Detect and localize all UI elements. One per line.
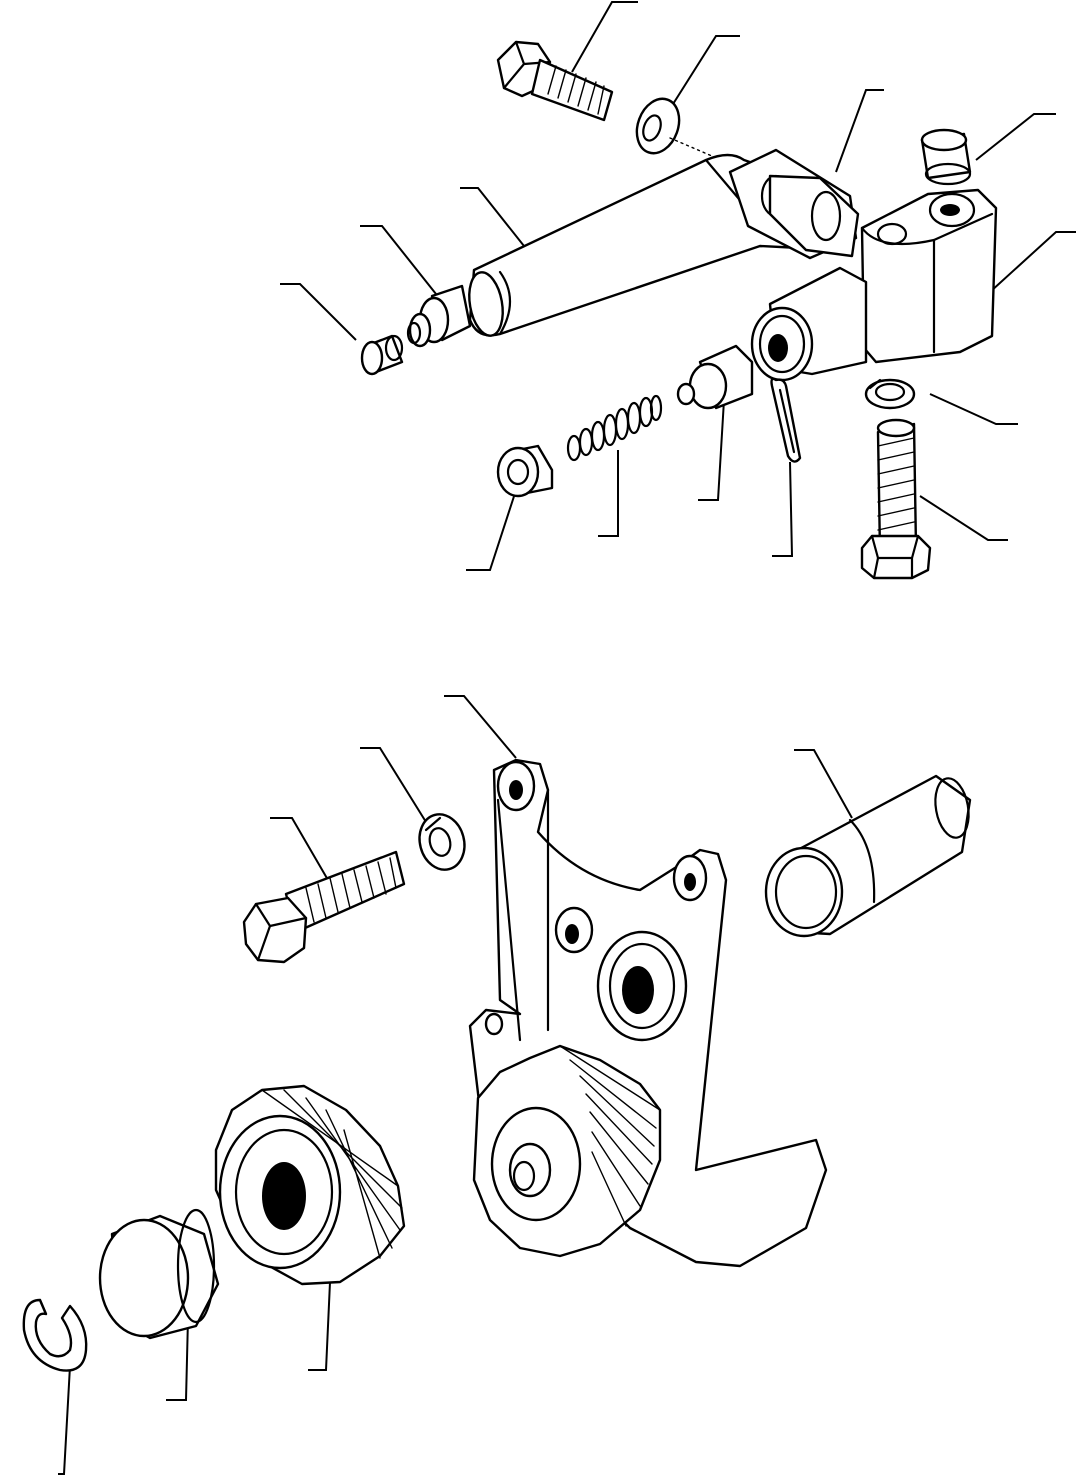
leader-line <box>667 35 740 113</box>
bracket-icon <box>860 188 998 364</box>
leader-line <box>58 1365 71 1475</box>
lower-assembly <box>22 695 972 1475</box>
plunger-icon <box>676 344 754 410</box>
gear-icon <box>472 1044 662 1258</box>
leader-line <box>460 187 525 247</box>
leader-lines-upper <box>280 1 1076 571</box>
cap-icon <box>360 334 404 376</box>
spring-washer-icon <box>864 378 916 410</box>
leader-line <box>975 113 1056 161</box>
leader-line <box>466 483 519 571</box>
upper-assembly <box>280 1 1076 580</box>
leader-line <box>280 283 357 341</box>
leader-line <box>360 747 427 823</box>
leader-line <box>698 399 725 501</box>
leader-line <box>308 1281 331 1371</box>
leader-line <box>835 89 884 173</box>
spring-washer-icon <box>418 813 466 871</box>
leader-lines-lower <box>58 695 853 1475</box>
leader-line <box>166 1317 189 1401</box>
flat-washer-icon <box>635 97 741 169</box>
leader-line <box>929 393 1018 425</box>
cotter-pin-icon <box>770 377 802 463</box>
arm-icon <box>468 148 860 337</box>
bushing-icon <box>98 1208 220 1340</box>
hex-bolt-icon <box>242 850 406 964</box>
leader-line <box>270 817 329 881</box>
adjuster-screw-icon <box>406 284 472 348</box>
leader-line <box>919 495 1008 541</box>
spring-icon <box>566 394 663 462</box>
leader-line <box>772 461 794 557</box>
bushing-icon <box>496 444 554 498</box>
leader-line <box>598 450 619 537</box>
sleeve-icon <box>750 266 868 382</box>
snap-ring-icon <box>22 1298 88 1372</box>
leader-line <box>444 695 517 759</box>
idler-gear-icon <box>214 1084 406 1286</box>
plug-icon <box>920 128 972 186</box>
leader-line <box>794 749 853 819</box>
leader-line <box>360 225 437 295</box>
leader-line <box>571 1 638 73</box>
hex-bolt-lower-icon <box>860 418 932 580</box>
leader-line <box>989 231 1076 293</box>
hex-bolt-icon <box>496 40 614 122</box>
pin-icon <box>764 774 972 938</box>
